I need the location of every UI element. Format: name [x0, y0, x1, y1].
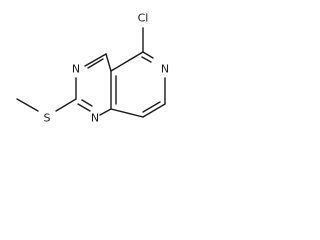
bond-s-ch3 — [16, 98, 39, 112]
molecule-structure: Cl N N N S — [16, 12, 169, 125]
bond-n1-c8a — [99, 108, 112, 116]
bond-c2-s — [55, 98, 77, 112]
atom-chlorine: Cl — [138, 12, 149, 25]
bond-c4a-c4 — [105, 53, 112, 72]
bond-c5-n6 — [142, 51, 154, 59]
bond-c7-c8-double — [142, 101, 161, 113]
bond-c2-n1 — [77, 103, 91, 112]
atom-sulfur: S — [44, 112, 51, 125]
bond-c4a-c5 — [110, 51, 144, 72]
bond-c5-n6-double — [141, 56, 152, 63]
atom-nitrogen-top: N — [72, 63, 80, 76]
bond-c2-n1-double — [81, 99, 93, 107]
bond-c8-c8a — [110, 108, 144, 118]
atom-nitrogen-pyridine: N — [161, 63, 169, 76]
atom-nitrogen-bottom: N — [91, 112, 99, 125]
bond-c4-n3 — [84, 53, 107, 67]
bond-c7-c8 — [142, 103, 166, 118]
bond-c4-n3-double — [87, 58, 104, 69]
